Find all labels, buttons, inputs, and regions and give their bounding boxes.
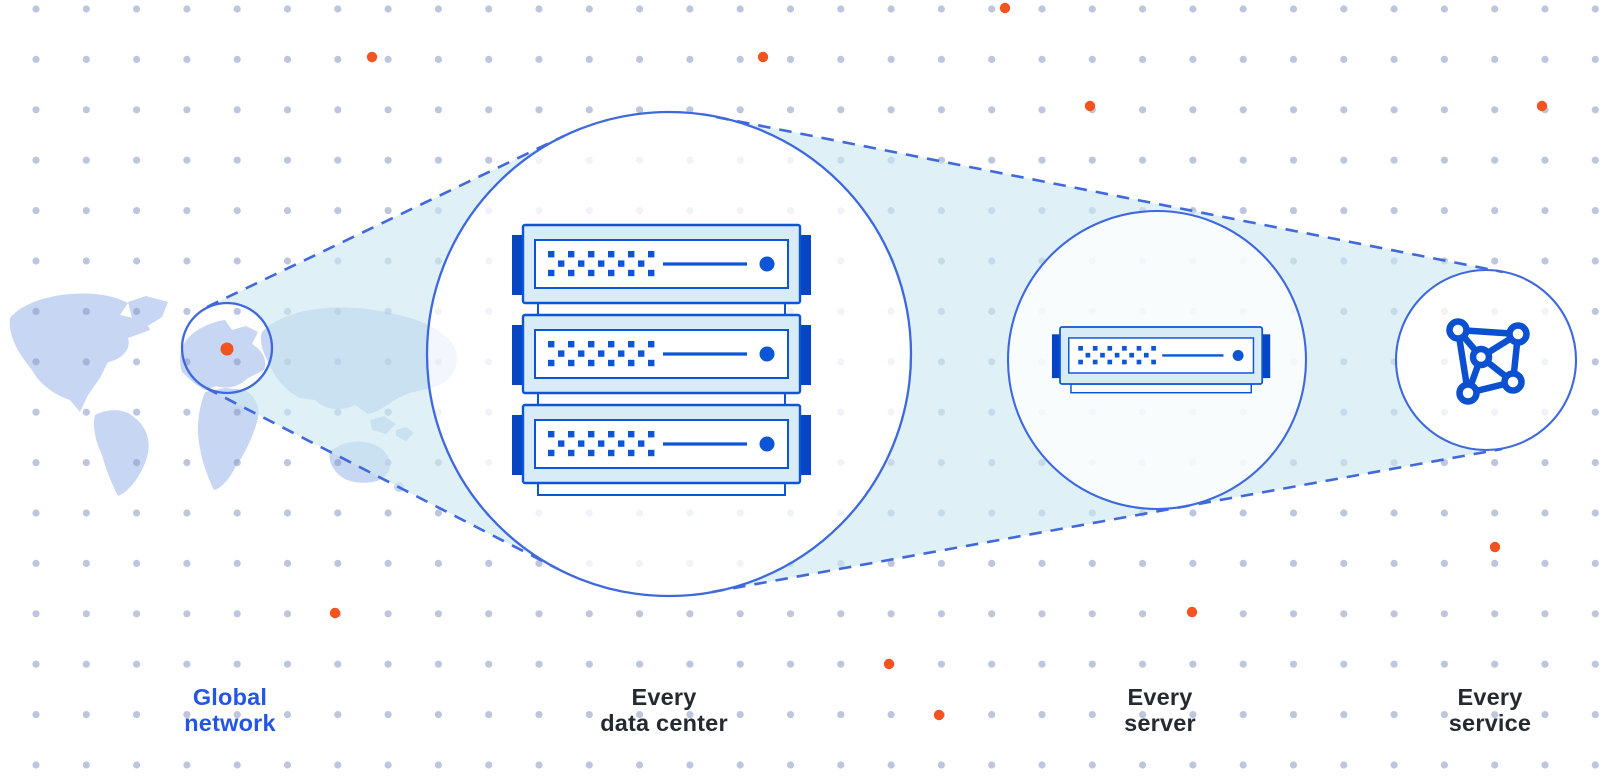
label-every-server: Every server [1124, 684, 1196, 736]
network-mesh-icon [1446, 318, 1530, 405]
map-highlight-circle [180, 301, 274, 395]
server-rack-icon [512, 223, 811, 496]
label-every-data-center: Every data center [600, 684, 728, 736]
label-every-service: Every service [1448, 684, 1532, 736]
accent-dots [220, 2, 1548, 721]
label-line: server [1124, 709, 1196, 736]
label-line: network [184, 709, 276, 736]
server-icon [1051, 326, 1271, 394]
label-line: service [1448, 709, 1532, 736]
zoom-dashed-lines [205, 115, 1504, 594]
label-line: Global [192, 684, 268, 710]
zoom-band-left [206, 136, 564, 569]
label-line: data center [600, 709, 728, 736]
label-line: Every [1457, 684, 1523, 710]
label-line: Every [1127, 684, 1193, 710]
label-global-network: Global network [184, 684, 276, 736]
label-line: Every [631, 684, 697, 710]
